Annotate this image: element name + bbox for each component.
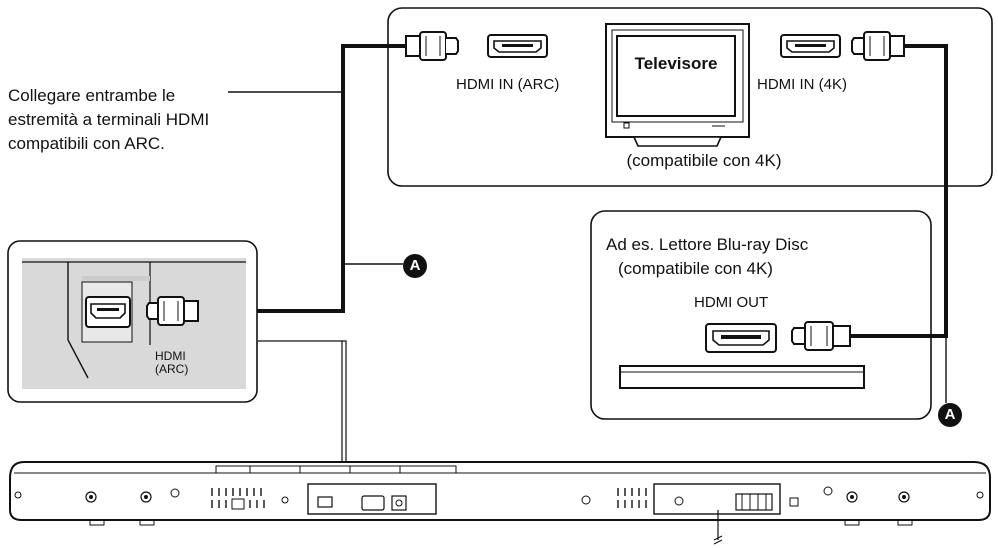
connection-note: Collegare entrambe le estremità a termin… — [8, 84, 268, 156]
hdmi-port-icon — [780, 34, 841, 58]
hdmi-cable — [850, 44, 948, 338]
television-icon — [605, 23, 750, 147]
bluray-player-icon — [619, 365, 865, 389]
player-compat-label: (compatibile con 4K) — [618, 259, 773, 278]
tv-port-4k-label: HDMI IN (4K) — [757, 76, 847, 93]
hdmi-plug-icon — [791, 321, 851, 351]
hdmi-port-icon — [705, 323, 777, 353]
cable-marker: A — [403, 254, 427, 278]
cable-marker: A — [938, 403, 962, 427]
inset-port-line: HDMI — [155, 349, 186, 363]
inset-port-line: (ARC) — [155, 362, 189, 376]
tv-label: Televisore — [634, 54, 718, 73]
hdmi-port-icon — [85, 296, 131, 328]
player-port-label: HDMI OUT — [694, 294, 769, 311]
inset-port-label: HDMI (ARC) — [155, 350, 188, 376]
note-line: estremità a terminali HDMI — [8, 110, 210, 129]
soundbar-icon — [9, 461, 991, 545]
hdmi-plug-icon — [851, 31, 905, 61]
note-line: Collegare entrambe le — [8, 86, 176, 105]
hdmi-plug-icon — [146, 296, 199, 326]
hdmi-port-icon — [487, 34, 548, 58]
note-line: compatibili con ARC. — [8, 134, 165, 153]
inset-closeup-panel — [7, 240, 258, 403]
inset-leader-line — [258, 340, 347, 500]
tv-port-arc-label: HDMI IN (ARC) — [456, 76, 560, 93]
hdmi-cable — [230, 44, 406, 313]
player-label: Ad es. Lettore Blu-ray Disc — [606, 235, 809, 254]
tv-compat-label: (compatibile con 4K) — [626, 151, 782, 170]
